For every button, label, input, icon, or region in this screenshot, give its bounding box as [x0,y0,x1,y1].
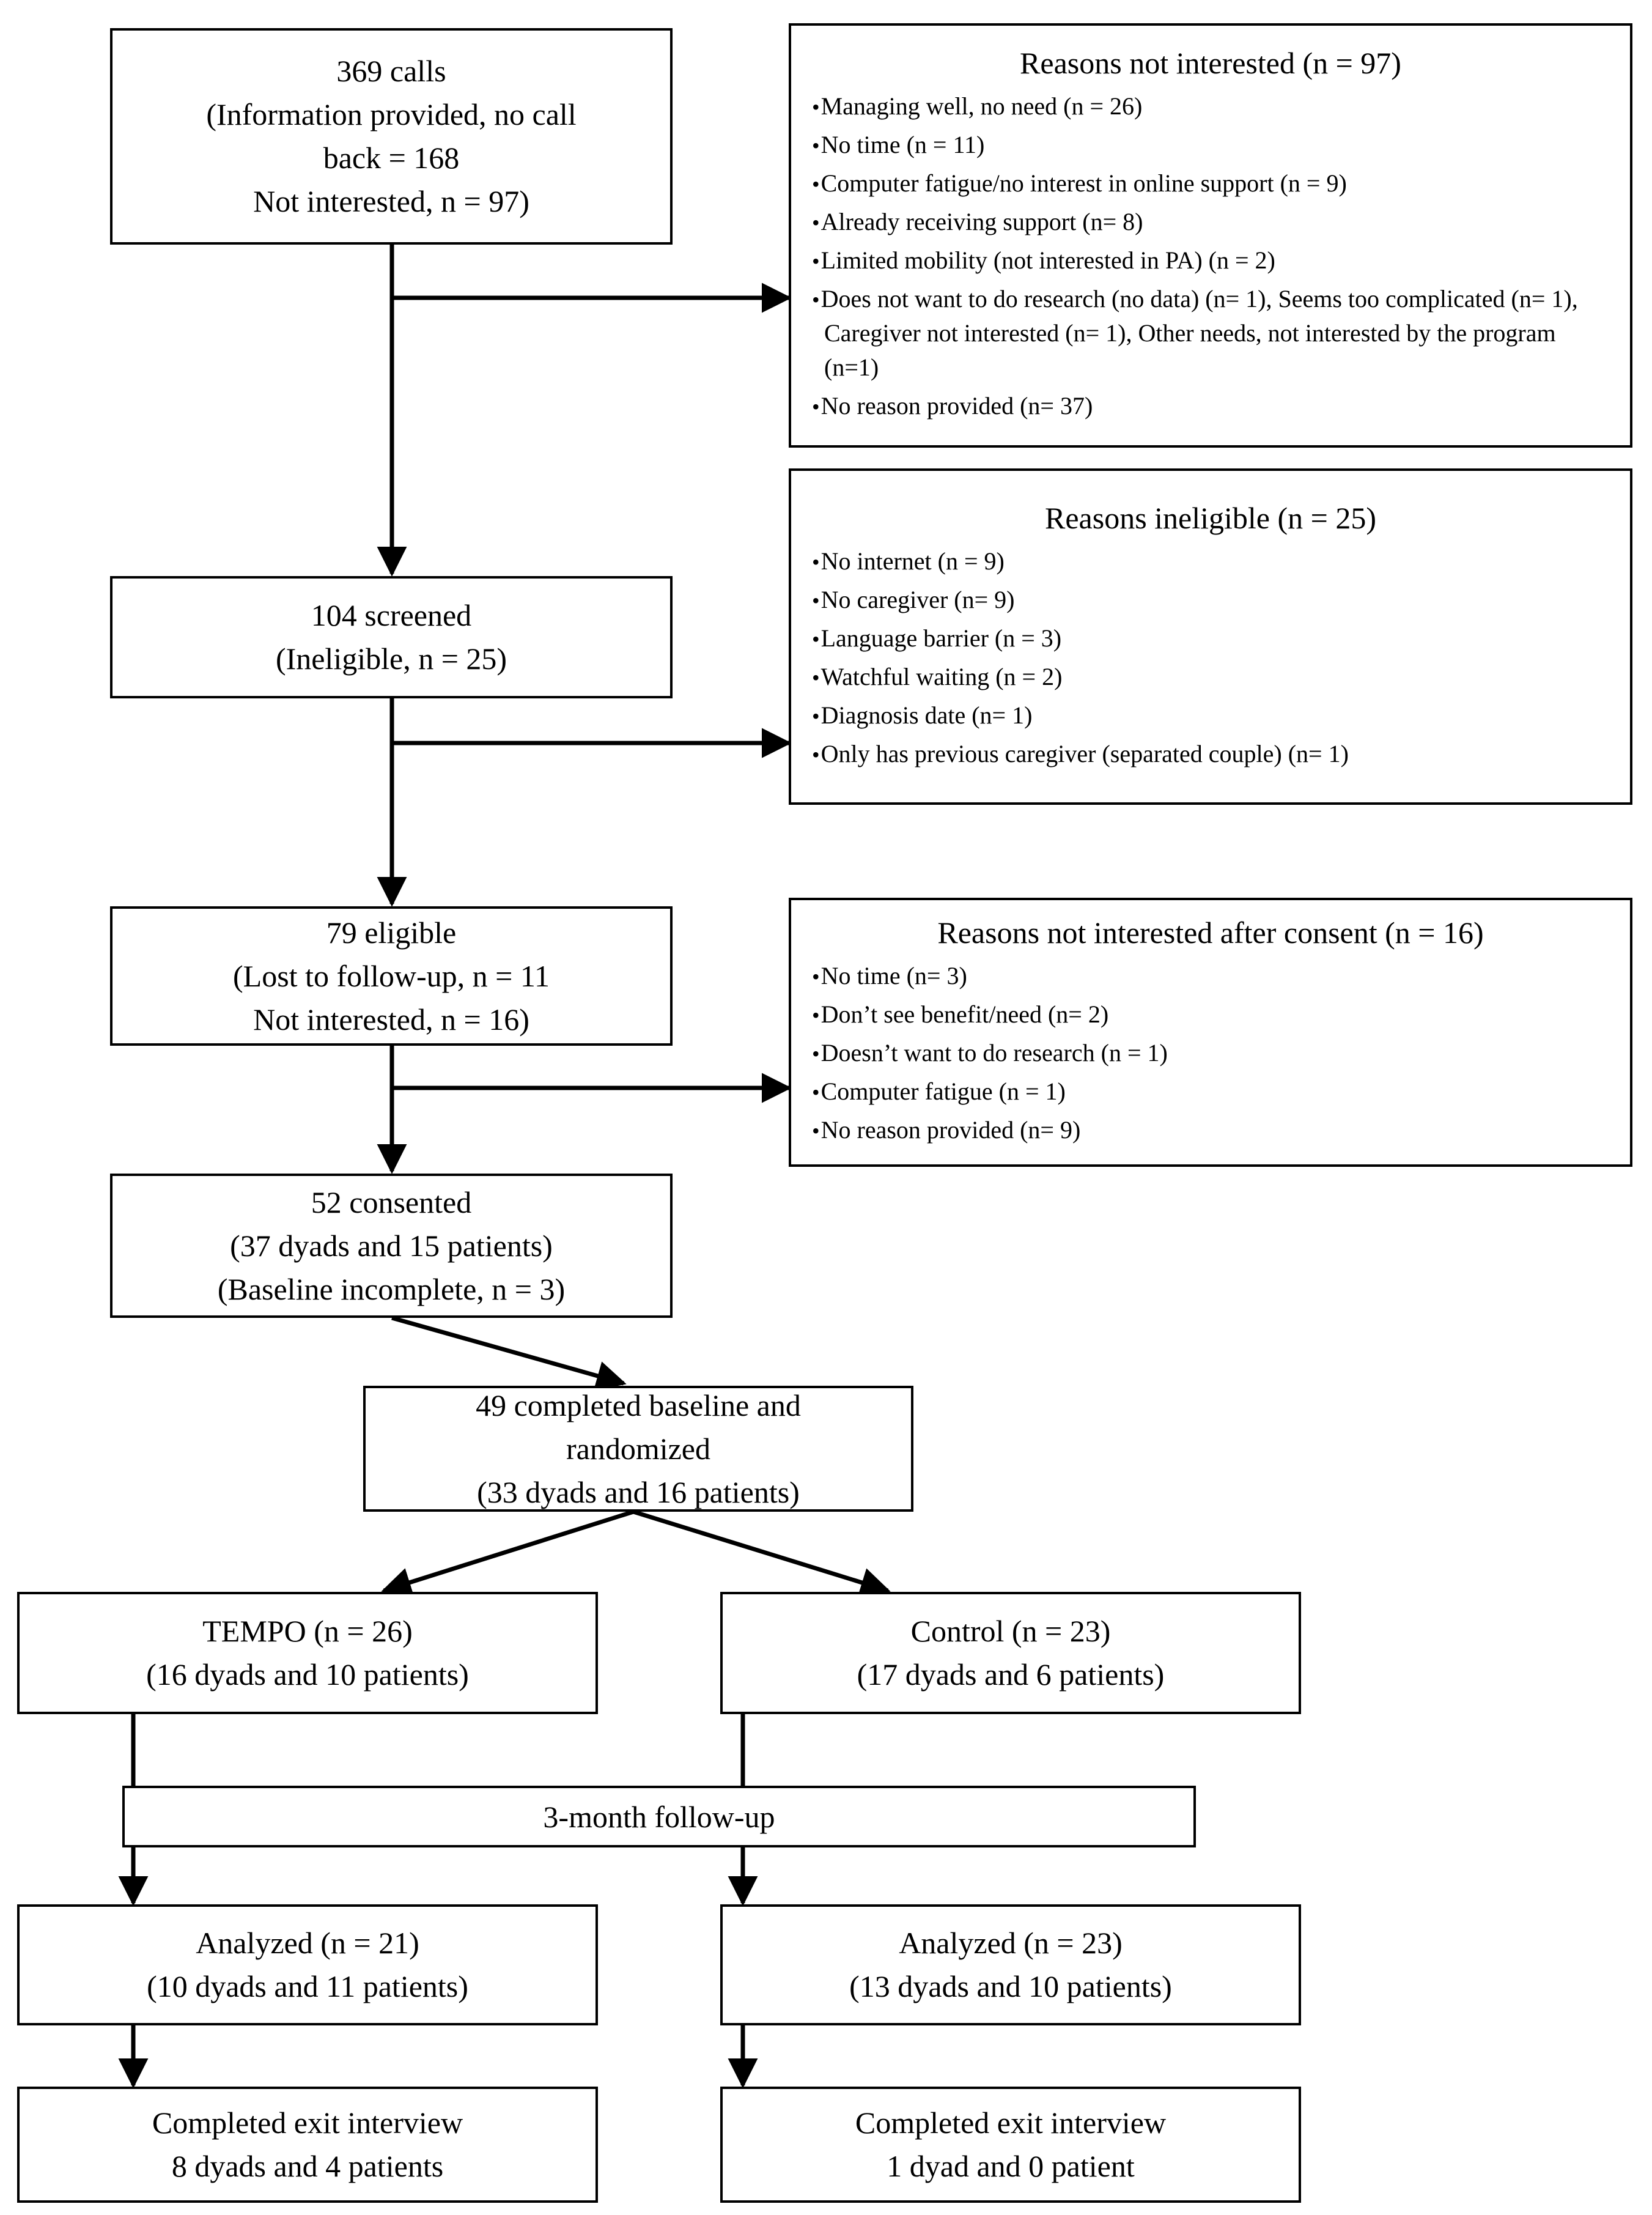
list-item: No internet (n = 9) [812,544,1614,579]
side-box-title: Reasons not interested (n = 97) [1020,46,1401,80]
node-line: (Information provided, no call [206,97,577,131]
node-control-analyzed: Analyzed (n = 23) (13 dyads and 10 patie… [720,1904,1301,2025]
node-line: 369 calls [336,54,446,88]
node-line: 49 completed baseline and [476,1388,801,1422]
node-tempo-analyzed: Analyzed (n = 21) (10 dyads and 11 patie… [17,1904,598,2025]
list-item: No reason provided (n= 9) [812,1113,1614,1147]
node-52-consented: 52 consented (37 dyads and 15 patients) … [110,1174,673,1318]
node-line: (13 dyads and 10 patients) [849,1969,1172,2003]
list-item: Computer fatigue (n = 1) [812,1074,1614,1109]
node-tempo-exit-interview: Completed exit interview 8 dyads and 4 p… [17,2087,598,2203]
list-item: No reason provided (n= 37) [812,389,1614,423]
side-box-list: No time (n= 3) Don’t see benefit/need (n… [791,959,1630,1152]
side-box-title: Reasons not interested after consent (n … [937,915,1484,950]
side-box-title: Reasons ineligible (n = 25) [1045,500,1376,535]
node-control-arm: Control (n = 23) (17 dyads and 6 patient… [720,1592,1301,1714]
list-item: Language barrier (n = 3) [812,621,1614,656]
node-line: 8 dyads and 4 patients [171,2149,444,2183]
node-line: 79 eligible [326,915,457,950]
node-line: Completed exit interview [152,2106,463,2140]
list-item: Limited mobility (not interested in PA) … [812,243,1614,278]
node-line: Analyzed (n = 23) [899,1926,1123,1960]
list-item: No caregiver (n= 9) [812,583,1614,617]
node-line: Analyzed (n = 21) [196,1926,419,1960]
side-box-reasons-not-interested-after-consent: Reasons not interested after consent (n … [789,898,1632,1167]
node-line: randomized [566,1431,710,1466]
side-box-reasons-not-interested: Reasons not interested (n = 97) Managing… [789,23,1632,448]
node-line: (16 dyads and 10 patients) [146,1657,469,1692]
list-item: Doesn’t want to do research (n = 1) [812,1036,1614,1070]
node-line: (Baseline incomplete, n = 3) [217,1271,566,1306]
node-control-exit-interview: Completed exit interview 1 dyad and 0 pa… [720,2087,1301,2203]
node-369-calls: 369 calls (Information provided, no call… [110,28,673,245]
node-line: Completed exit interview [855,2106,1167,2140]
node-79-eligible: 79 eligible (Lost to follow-up, n = 11 N… [110,906,673,1046]
node-line: (37 dyads and 15 patients) [230,1228,553,1263]
side-box-reasons-ineligible: Reasons ineligible (n = 25) No internet … [789,468,1632,805]
list-item: Diagnosis date (n= 1) [812,698,1614,733]
list-item: No time (n = 11) [812,128,1614,162]
list-item: Don’t see benefit/need (n= 2) [812,997,1614,1032]
node-line: TEMPO (n = 26) [202,1614,413,1648]
node-104-screened: 104 screened (Ineligible, n = 25) [110,576,673,698]
node-tempo-arm: TEMPO (n = 26) (16 dyads and 10 patients… [17,1592,598,1714]
node-line: back = 168 [323,141,460,175]
node-line: (17 dyads and 6 patients) [857,1657,1165,1692]
node-line: (10 dyads and 11 patients) [147,1969,468,2003]
list-item: No time (n= 3) [812,959,1614,993]
list-item: Already receiving support (n= 8) [812,205,1614,239]
node-3-month-follow-up-bar: 3-month follow-up [122,1786,1196,1847]
side-box-list: No internet (n = 9) No caregiver (n= 9) … [791,544,1630,775]
node-line: Control (n = 23) [910,1614,1111,1648]
list-item: Computer fatigue/no interest in online s… [812,166,1614,201]
node-line: Not interested, n = 97) [253,184,529,218]
list-item: Watchful waiting (n = 2) [812,660,1614,694]
list-item: Does not want to do research (no data) (… [812,282,1614,385]
node-line: 104 screened [311,598,472,632]
node-line: (Ineligible, n = 25) [275,642,507,676]
side-box-list: Managing well, no need (n = 26) No time … [791,89,1630,427]
node-line: 3-month follow-up [543,1799,775,1834]
node-49-randomized: 49 completed baseline and randomized (33… [363,1386,913,1512]
node-line: (Lost to follow-up, n = 11 [233,958,550,993]
list-item: Managing well, no need (n = 26) [812,89,1614,124]
list-item: Only has previous caregiver (separated c… [812,737,1614,771]
node-line: (33 dyads and 16 patients) [477,1474,800,1509]
node-line: Not interested, n = 16) [253,1002,529,1037]
node-line: 52 consented [311,1185,472,1219]
node-line: 1 dyad and 0 patient [887,2149,1135,2183]
